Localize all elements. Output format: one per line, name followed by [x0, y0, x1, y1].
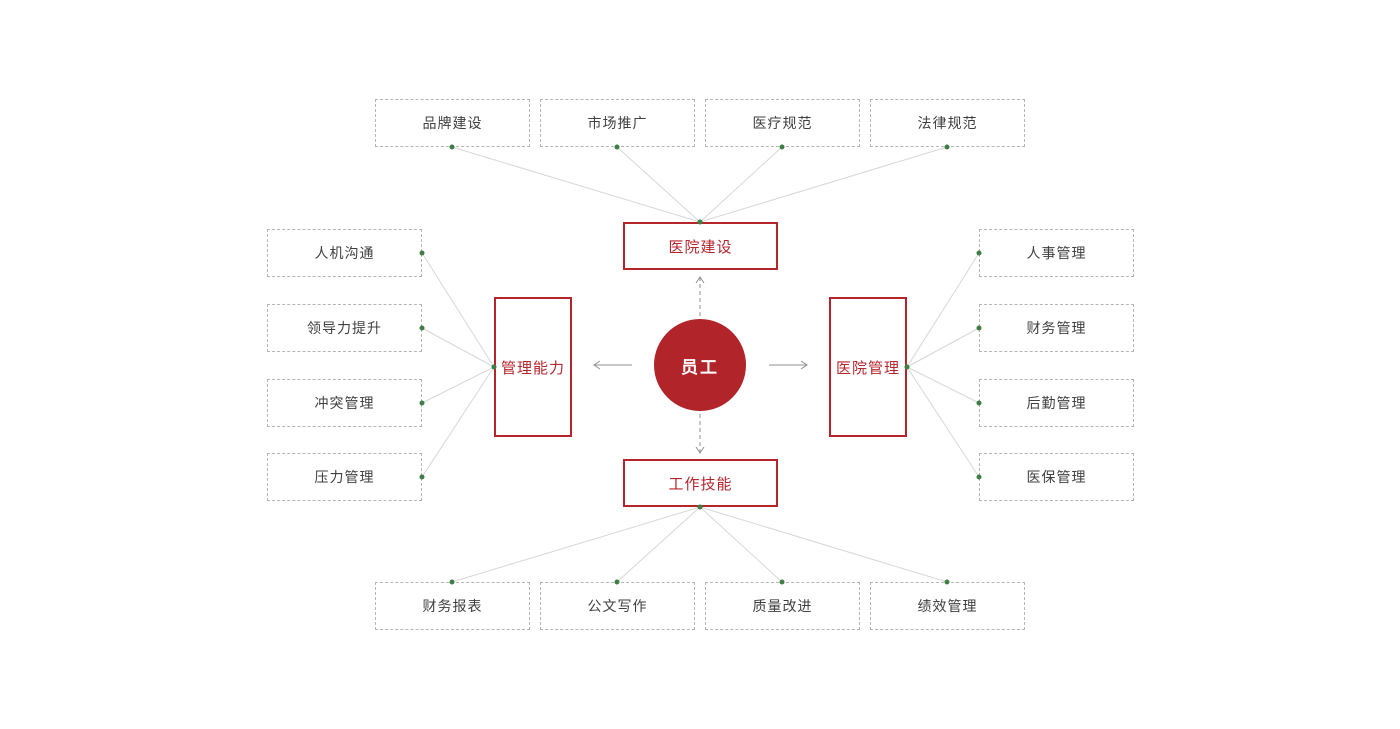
node-market-promotion[interactable]: 市场推广 — [540, 99, 695, 147]
node-brand-building[interactable]: 品牌建设 — [375, 99, 530, 147]
node-performance-management[interactable]: 绩效管理 — [870, 582, 1025, 630]
center-node-employee[interactable]: 员工 — [654, 319, 746, 411]
node-official-document-writing[interactable]: 公文写作 — [540, 582, 695, 630]
node-medical-standards[interactable]: 医疗规范 — [705, 99, 860, 147]
node-hospital-management[interactable]: 医院管理 — [829, 297, 907, 437]
node-medical-insurance-management[interactable]: 医保管理 — [979, 453, 1134, 501]
node-human-machine-communication[interactable]: 人机沟通 — [267, 229, 422, 277]
node-personnel-management[interactable]: 人事管理 — [979, 229, 1134, 277]
node-work-skills[interactable]: 工作技能 — [623, 459, 778, 507]
node-conflict-management[interactable]: 冲突管理 — [267, 379, 422, 427]
node-legal-standards[interactable]: 法律规范 — [870, 99, 1025, 147]
node-management-ability[interactable]: 管理能力 — [494, 297, 572, 437]
node-hospital-construction[interactable]: 医院建设 — [623, 222, 778, 270]
node-logistics-management[interactable]: 后勤管理 — [979, 379, 1134, 427]
node-leadership-improvement[interactable]: 领导力提升 — [267, 304, 422, 352]
node-financial-statements[interactable]: 财务报表 — [375, 582, 530, 630]
node-stress-management[interactable]: 压力管理 — [267, 453, 422, 501]
node-quality-improvement[interactable]: 质量改进 — [705, 582, 860, 630]
node-financial-management[interactable]: 财务管理 — [979, 304, 1134, 352]
